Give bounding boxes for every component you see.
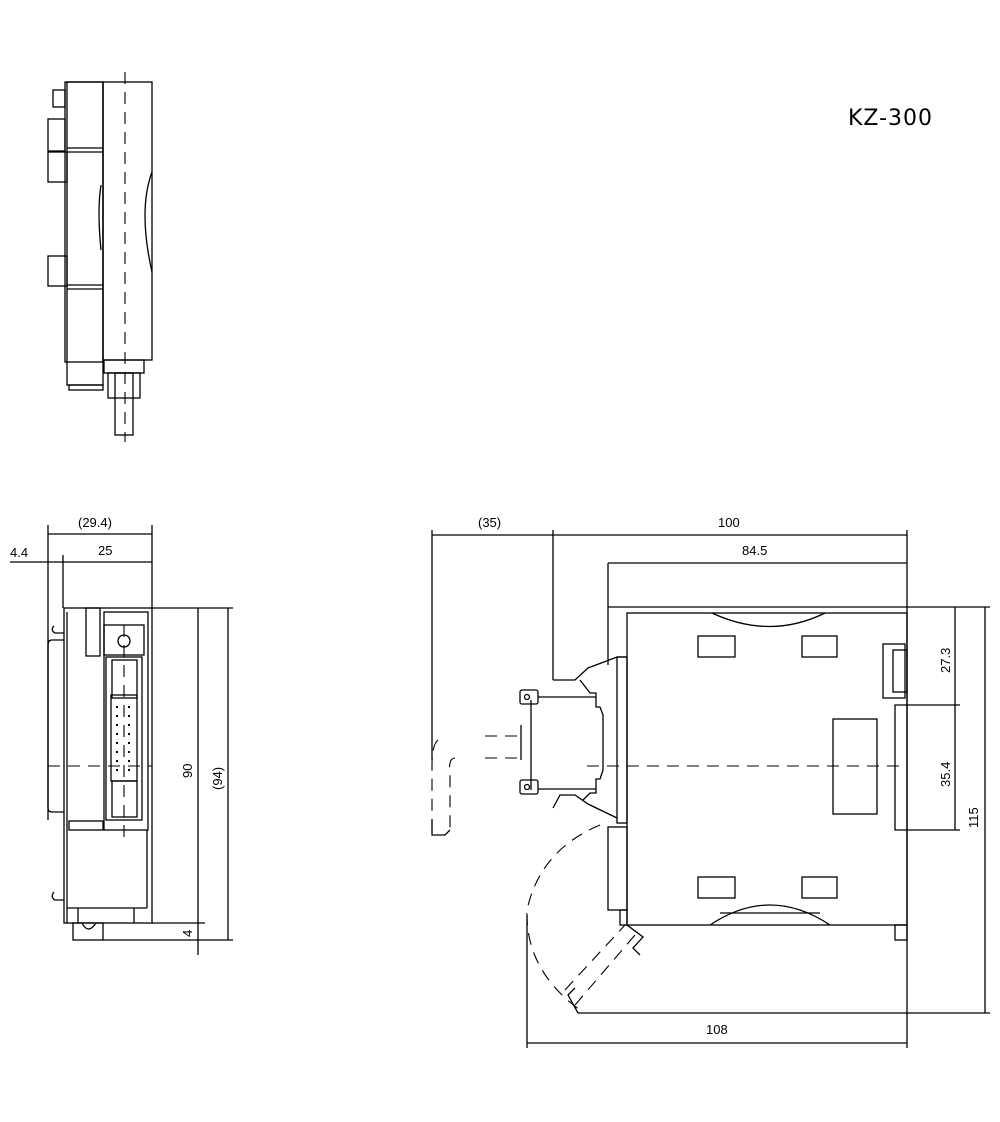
front-view: (29.4) 25 4.4 90 (94) 4 xyxy=(10,515,233,955)
dim-width: 25 xyxy=(98,543,112,558)
dim-height-side: 115 xyxy=(966,807,981,828)
connector-pins xyxy=(116,706,130,771)
model-title: KZ-300 xyxy=(848,106,933,131)
dim-top-offset: 27.3 xyxy=(938,648,953,673)
dim-foot: 4 xyxy=(180,930,195,937)
dim-height: 90 xyxy=(180,764,195,778)
side-view: (35) 100 84.5 27.3 35.4 115 108 xyxy=(431,515,990,1048)
dim-body-depth: 84.5 xyxy=(742,543,767,558)
dim-connector-height: 35.4 xyxy=(938,762,953,787)
dim-cable-clearance: (35) xyxy=(478,515,501,530)
dim-depth: 100 xyxy=(718,515,740,530)
dim-width-overall: (29.4) xyxy=(78,515,112,530)
dim-offset: 4.4 xyxy=(10,545,28,560)
dim-height-overall: (94) xyxy=(210,767,225,790)
top-view xyxy=(47,72,153,442)
dim-bend-depth: 108 xyxy=(706,1022,728,1037)
